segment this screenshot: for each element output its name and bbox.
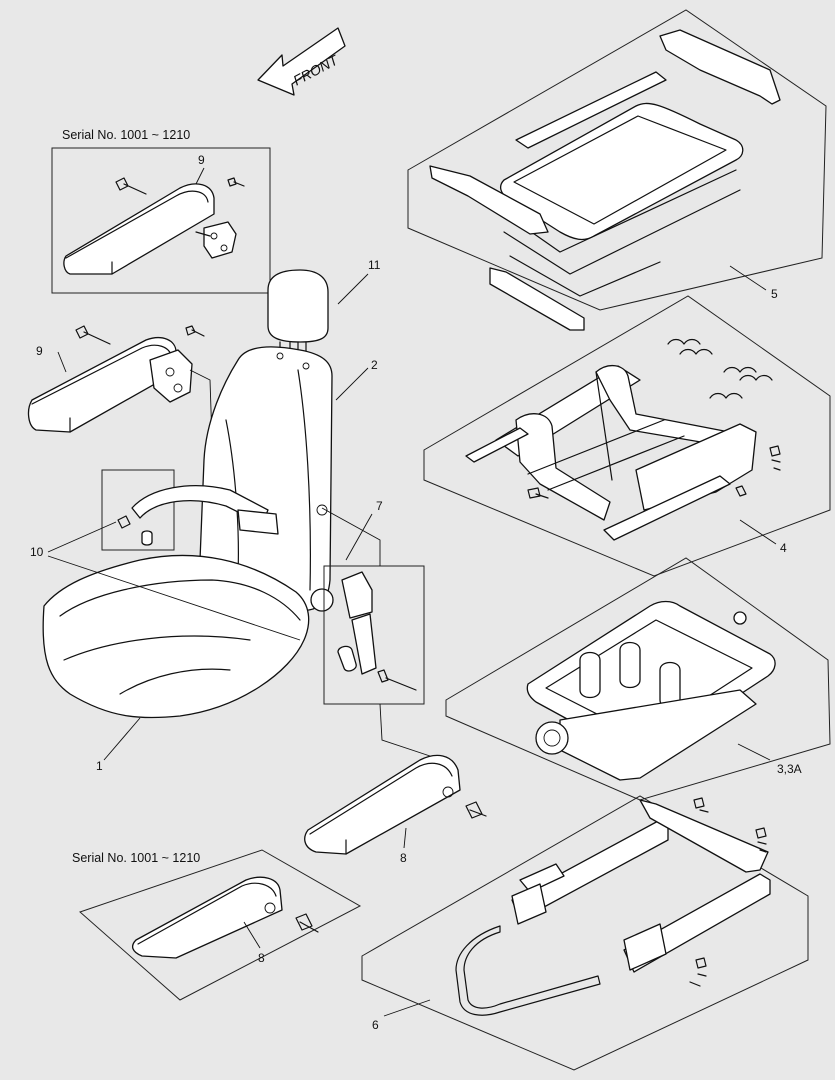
callout-9: 9 — [36, 344, 43, 358]
callout-9-top: 9 — [198, 153, 205, 167]
serial-label-bottom: Serial No. 1001 ~ 1210 — [72, 851, 200, 865]
seat-cushion-1 — [42, 554, 310, 719]
callout-11: 11 — [368, 258, 381, 272]
armrest-right-8 — [304, 754, 487, 855]
callout-1: 1 — [96, 759, 103, 773]
armrest-left-9 — [27, 325, 213, 441]
headrest-11 — [267, 269, 329, 359]
suspension-base-3 — [445, 557, 831, 801]
suspension-mechanism-4 — [423, 295, 831, 577]
seat-belt-buckle-7 — [321, 507, 431, 757]
callout-6: 6 — [372, 1018, 379, 1032]
front-arrow: FRONT — [257, 27, 346, 96]
slide-rails-6 — [361, 795, 809, 1071]
callout-4: 4 — [780, 541, 787, 555]
callouts: 9 9 11 2 5 4 7 10 1 3,3A 8 8 6 — [30, 153, 802, 1032]
suspension-cover-5 — [407, 9, 827, 331]
seat-belt-10 — [47, 469, 301, 641]
callout-3-3a: 3,3A — [777, 762, 802, 776]
springs — [667, 338, 773, 399]
callout-7: 7 — [376, 499, 383, 513]
callout-8: 8 — [400, 851, 407, 865]
leader-lines — [57, 167, 777, 1017]
serial-label-top: Serial No. 1001 ~ 1210 — [62, 128, 190, 142]
seat-back-2 — [199, 346, 334, 612]
callout-2: 2 — [371, 358, 378, 372]
callout-5: 5 — [771, 287, 778, 301]
callout-10: 10 — [30, 545, 44, 559]
callout-8-bottom: 8 — [258, 951, 265, 965]
serial-panel-armrest-9: Serial No. 1001 ~ 1210 — [51, 128, 271, 294]
serial-panel-armrest-8: Serial No. 1001 ~ 1210 — [72, 849, 362, 1001]
